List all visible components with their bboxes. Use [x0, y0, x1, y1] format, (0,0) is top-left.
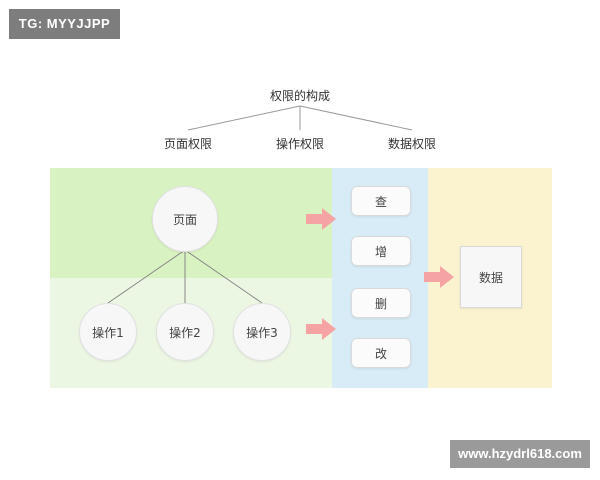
branch-data-permission: 数据权限	[387, 137, 436, 151]
tree-connector-lines	[187, 105, 413, 131]
watermark-bottom-right: www.hzydrl618.com	[450, 440, 590, 468]
arrow-actions-to-data	[424, 266, 454, 288]
data-node: 数据	[460, 246, 522, 308]
watermark-top-left: TG: MYYJJPP	[9, 9, 120, 39]
action-delete: 删	[351, 288, 411, 318]
page-node: 页面	[152, 186, 218, 252]
operation-node-3: 操作3	[233, 303, 291, 361]
tree-root-label: 权限的构成	[269, 89, 330, 103]
branch-operation-permission: 操作权限	[275, 137, 324, 151]
operation-node-1: 操作1	[79, 303, 137, 361]
flow-arrows	[306, 208, 454, 340]
arrow-page-to-actions	[306, 208, 336, 230]
page-to-operation-lines	[107, 249, 263, 304]
branch-page-permission: 页面权限	[163, 137, 212, 151]
action-query: 查	[351, 186, 411, 216]
arrow-operations-to-actions	[306, 318, 336, 340]
operation-node-2: 操作2	[156, 303, 214, 361]
action-update: 改	[351, 338, 411, 368]
action-create: 增	[351, 236, 411, 266]
